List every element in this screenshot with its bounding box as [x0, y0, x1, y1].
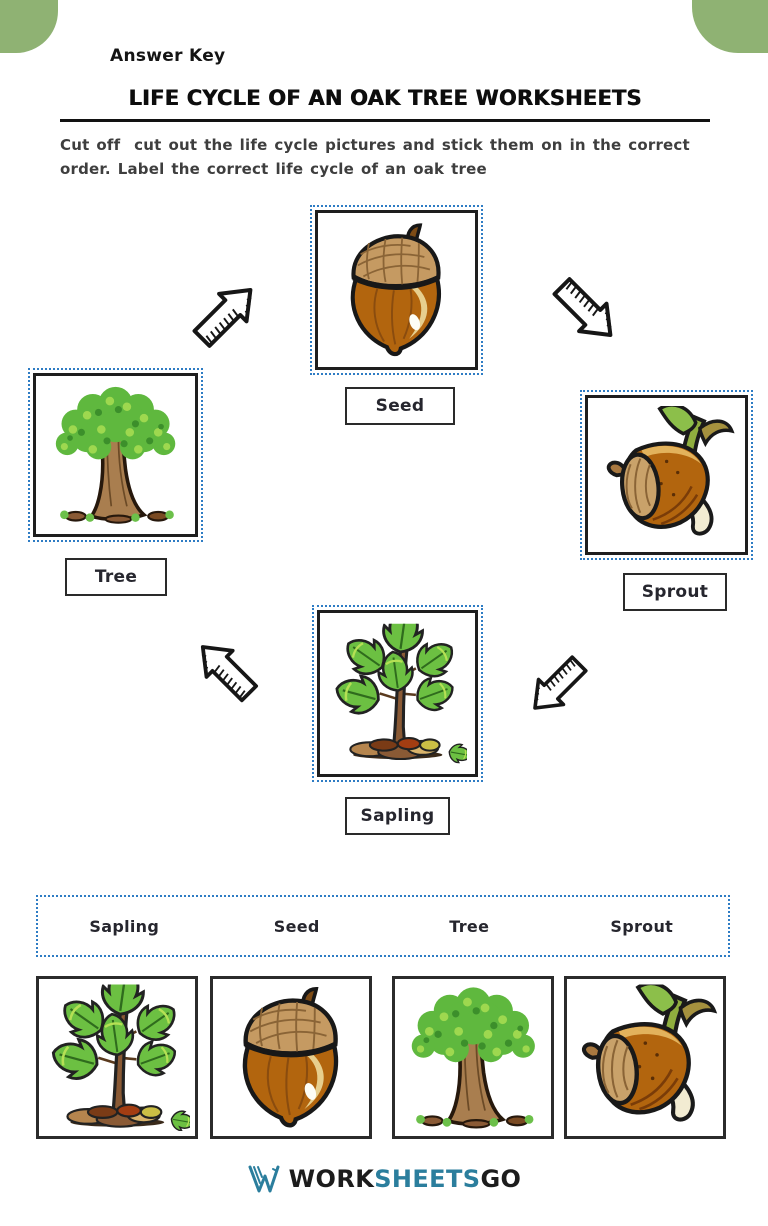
arrow-tree-to-seed-icon — [178, 268, 270, 356]
cutout-acorn — [210, 976, 372, 1139]
oak-tree-image — [400, 984, 547, 1132]
arrow-sapling-to-tree-icon — [186, 622, 270, 714]
page-title: LIFE CYCLE OF AN OAK TREE WORKSHEETS — [128, 86, 642, 110]
cycle-label-sapling: Sapling — [345, 797, 450, 835]
worksheetsgo-w-icon — [248, 1165, 280, 1193]
cycle-card-seed — [310, 205, 483, 375]
corner-decoration-left — [0, 0, 58, 53]
acorn-image — [218, 984, 365, 1132]
cycle-card-sapling-frame — [317, 610, 478, 777]
acorn-image — [326, 221, 467, 360]
answer-strip: Sapling Seed Tree Sprout — [36, 895, 730, 957]
cutout-tree — [392, 976, 554, 1139]
cutout-sapling — [36, 976, 198, 1139]
logo-part-work: WORK — [288, 1165, 375, 1193]
logo-part-sheets: SHEETS — [374, 1165, 481, 1193]
cycle-label-seed: Seed — [345, 387, 455, 425]
cycle-label-tree-text: Tree — [94, 567, 138, 587]
cycle-card-tree — [28, 368, 203, 542]
arrow-seed-to-sprout-icon — [540, 268, 628, 358]
corner-decoration-right — [692, 0, 768, 53]
cycle-label-tree: Tree — [65, 558, 167, 596]
strip-label-sprout: Sprout — [610, 916, 674, 936]
logo-part-go: GO — [480, 1165, 522, 1193]
cutout-sprout — [564, 976, 726, 1139]
cycle-card-sprout — [580, 390, 753, 560]
cycle-card-sapling — [312, 605, 483, 782]
cycle-label-seed-text: Seed — [375, 396, 425, 416]
answer-key-label: Answer Key — [110, 46, 226, 66]
cycle-card-sprout-frame — [585, 395, 748, 555]
cycle-card-seed-frame — [315, 210, 478, 370]
sapling-image — [328, 621, 468, 766]
sprouting-acorn-image — [596, 406, 737, 545]
instructions-text: Cut off cut out the life cycle pictures … — [60, 136, 697, 179]
sprouting-acorn-image — [572, 984, 719, 1132]
strip-label-tree: Tree — [449, 916, 490, 936]
strip-label-seed: Seed — [273, 916, 320, 936]
arrow-sprout-to-sapling-icon — [508, 648, 610, 728]
worksheetsgo-logo: WORKSHEETSGO — [0, 1163, 768, 1195]
cycle-label-sprout: Sprout — [623, 573, 727, 611]
cycle-label-sprout-text: Sprout — [641, 582, 709, 602]
sapling-image — [44, 984, 191, 1132]
title-underline — [60, 119, 710, 122]
oak-tree-image — [44, 384, 187, 526]
strip-label-sapling: Sapling — [89, 916, 160, 936]
cycle-card-tree-frame — [33, 373, 198, 537]
cycle-label-sapling-text: Sapling — [360, 806, 435, 826]
worksheetsgo-wordmark: WORKSHEETSGO — [289, 1165, 522, 1193]
